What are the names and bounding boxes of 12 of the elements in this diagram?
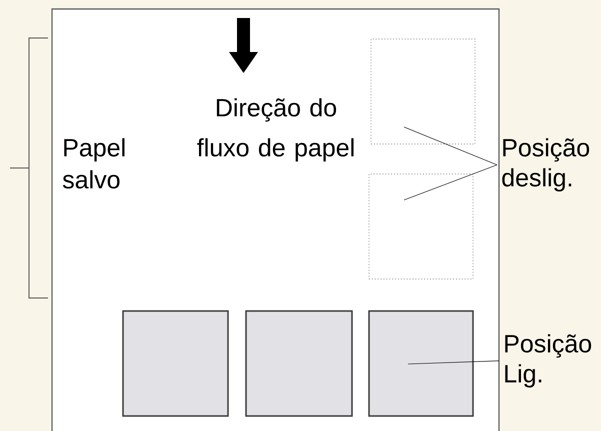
leader-line <box>404 126 498 166</box>
caption-label: Papel salvo <box>62 138 124 189</box>
leader-line <box>404 164 498 200</box>
leader-line <box>408 360 500 364</box>
caption-label: Direção do fluxo de papel <box>197 98 354 162</box>
paper-box <box>245 310 353 417</box>
callout-label: Posição Lig. <box>505 334 592 388</box>
paper-box <box>368 310 474 417</box>
paper-box <box>122 310 229 417</box>
dotted-box <box>370 38 476 144</box>
dotted-box <box>368 174 474 280</box>
callout-label: Posição deslig. <box>502 138 590 192</box>
